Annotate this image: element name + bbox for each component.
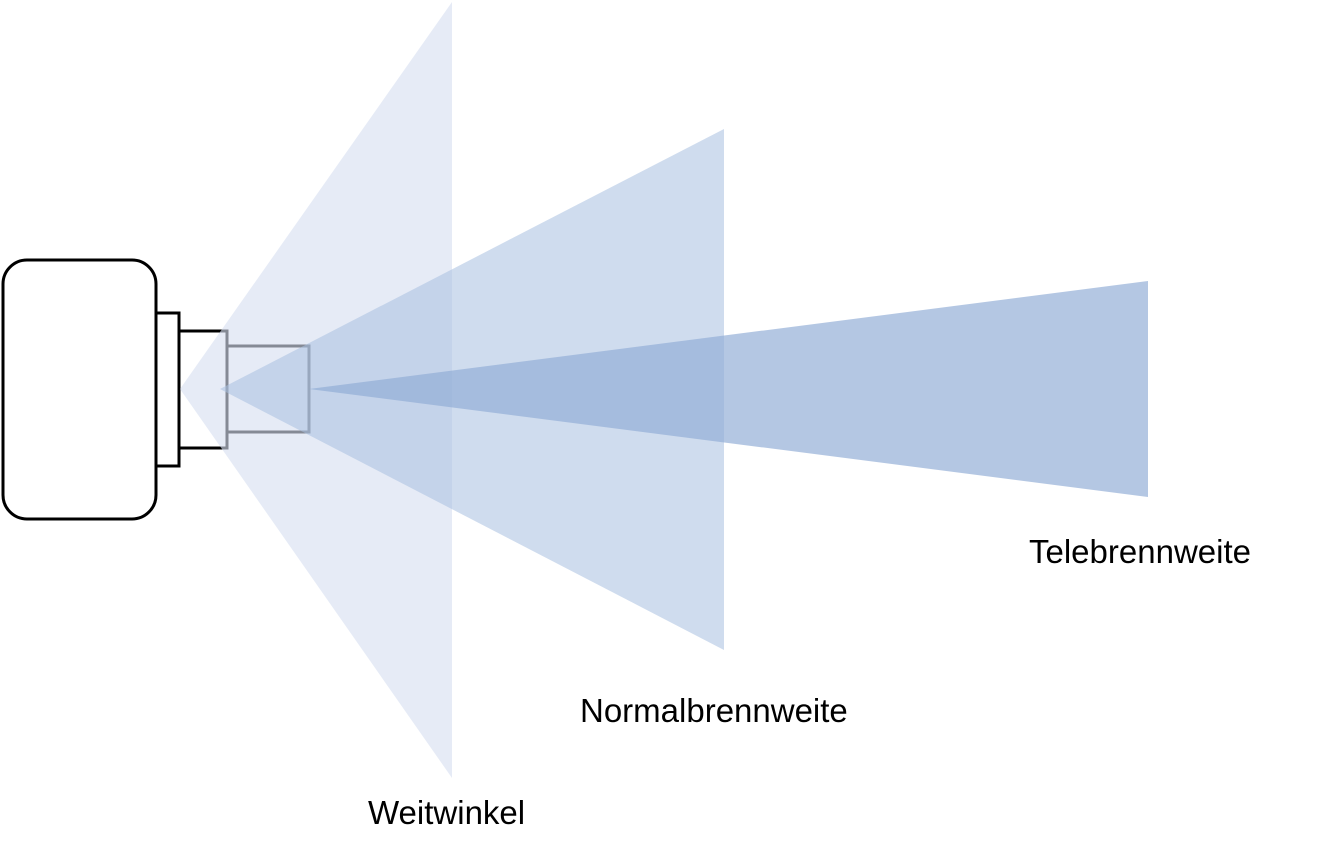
tele-cone: [309, 281, 1148, 497]
normal-focal-length-label: Normalbrennweite: [580, 692, 848, 729]
camera-body: [1, 258, 158, 521]
wide-angle-label: Weitwinkel: [368, 794, 526, 831]
tele-focal-length-label: Telebrennweite: [1029, 533, 1251, 570]
lens-mount: [154, 311, 181, 468]
